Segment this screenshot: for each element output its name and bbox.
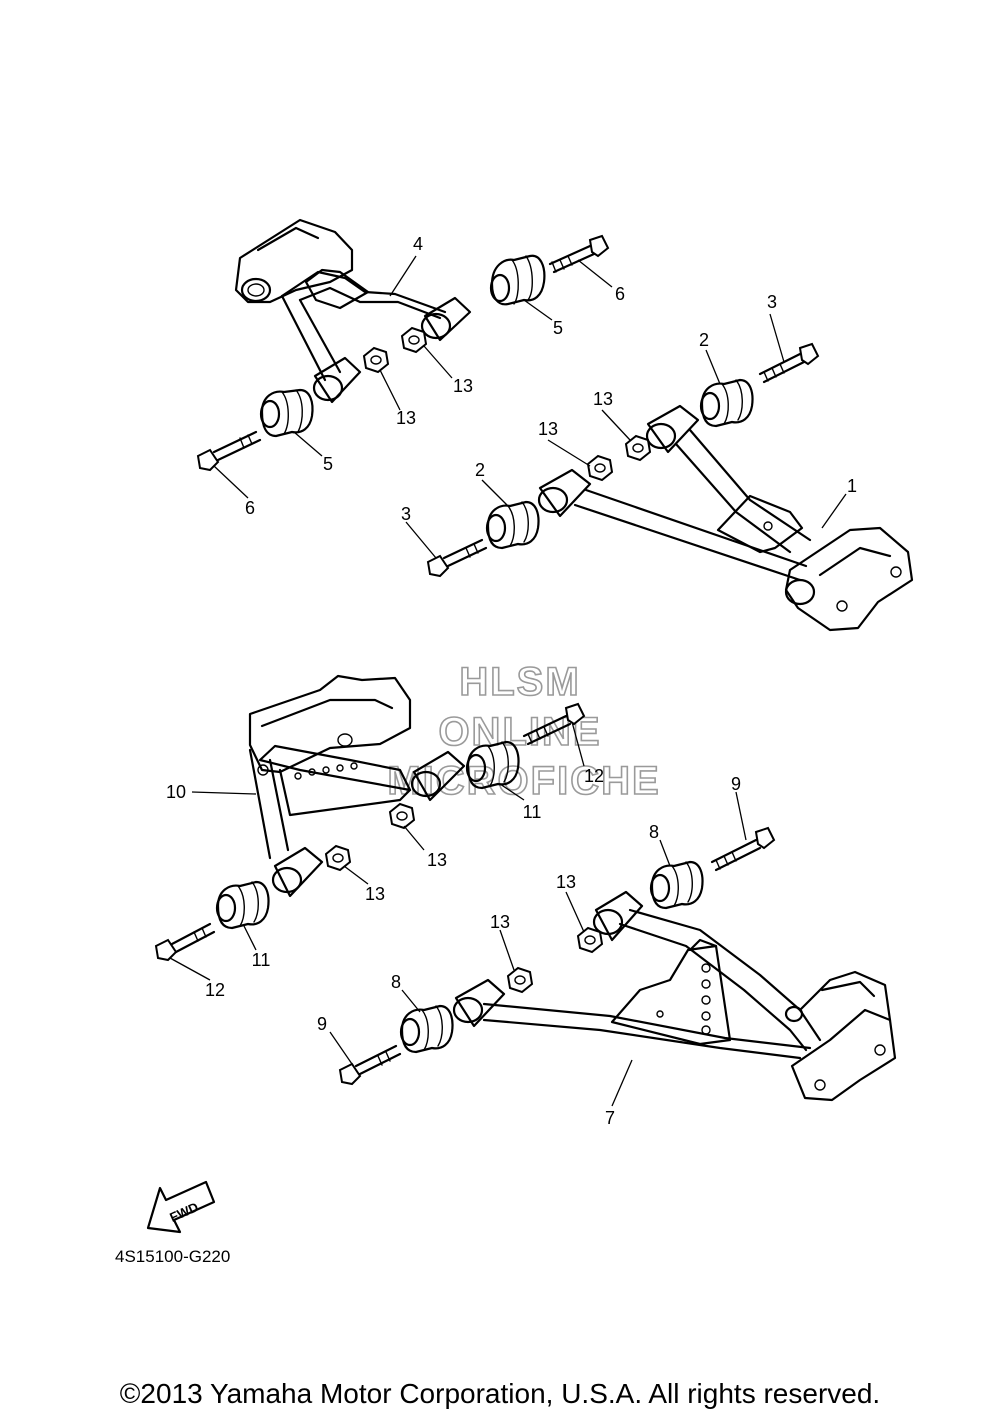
callout-7: 7 [605,1108,615,1128]
nut-part-13-h [506,966,534,994]
callout-13-f: 13 [365,884,385,904]
callout-11-upper: 11 [523,802,542,822]
watermark: HLSM ONLINE MICROFICHE [387,659,660,804]
bushing-part-8-lower [399,1004,454,1054]
callout-11-lower: 11 [252,950,271,970]
bushing-part-5-lower [259,388,314,438]
callout-1: 1 [847,476,857,496]
callout-2-upper: 2 [699,330,709,350]
bolt-part-3-lower [426,538,488,578]
callout-9-upper: 9 [731,774,741,794]
callout-13-d: 13 [538,419,558,439]
bolt-part-12-lower [154,922,216,962]
bolt-part-9-lower [338,1044,402,1086]
lower-arm-part-1 [537,404,914,632]
callout-5-lower: 5 [323,454,333,474]
callout-13-g: 13 [556,872,576,892]
callout-3-lower: 3 [401,504,411,524]
callout-3-upper: 3 [767,292,777,312]
callout-12-upper: 12 [584,766,604,786]
lower-arm-part-7 [452,890,897,1102]
nut-part-13-b [362,346,390,374]
bolt-part-9-upper [710,826,776,872]
copyright-notice: ©2013 Yamaha Motor Corporation, U.S.A. A… [119,1378,881,1409]
nut-part-13-d [624,434,652,462]
bushing-part-11-lower [215,880,270,930]
callouts: 4 6 5 13 13 5 6 3 2 13 13 1 2 3 10 12 11… [166,234,857,1128]
callout-2-lower: 2 [475,460,485,480]
bolt-part-6-upper [548,234,610,274]
callout-4: 4 [413,234,423,254]
upper-arm-part-10 [248,674,466,898]
bolt-part-3-upper [758,342,820,384]
bushing-part-11-upper [465,740,520,790]
callout-8-lower: 8 [391,972,401,992]
callout-9-lower: 9 [317,1014,327,1034]
bushing-part-2-lower [485,500,540,550]
bolt-part-6-lower [196,430,262,472]
callout-12-lower: 12 [205,980,225,1000]
bolt-part-12-upper [522,702,586,746]
nut-part-13-f [324,844,352,872]
bushing-part-5-upper [489,254,546,306]
callout-13-h: 13 [490,912,510,932]
callout-6-upper: 6 [615,284,625,304]
bushing-part-8-upper [649,860,704,910]
nut-part-13-a [400,326,428,354]
fwd-label: FWD [167,1199,200,1225]
callout-13-a: 13 [453,376,473,396]
bushing-part-2-upper [699,378,754,428]
callout-13-b: 13 [396,408,416,428]
callout-5-upper: 5 [553,318,563,338]
callout-8-upper: 8 [649,822,659,842]
leader-lines [169,255,847,1107]
diagram-code: 4S15100-G220 [115,1247,230,1266]
upper-arm-part-4 [234,218,472,404]
nut-part-13-e [388,802,416,830]
callout-10: 10 [166,782,186,802]
callout-13-c: 13 [593,389,613,409]
nut-part-13-c [586,454,614,482]
watermark-line-1: HLSM [459,660,580,704]
callout-13-e: 13 [427,850,447,870]
fwd-arrow-icon: FWD [146,1180,216,1234]
nut-part-13-g [576,926,604,954]
callout-6-lower: 6 [245,498,255,518]
